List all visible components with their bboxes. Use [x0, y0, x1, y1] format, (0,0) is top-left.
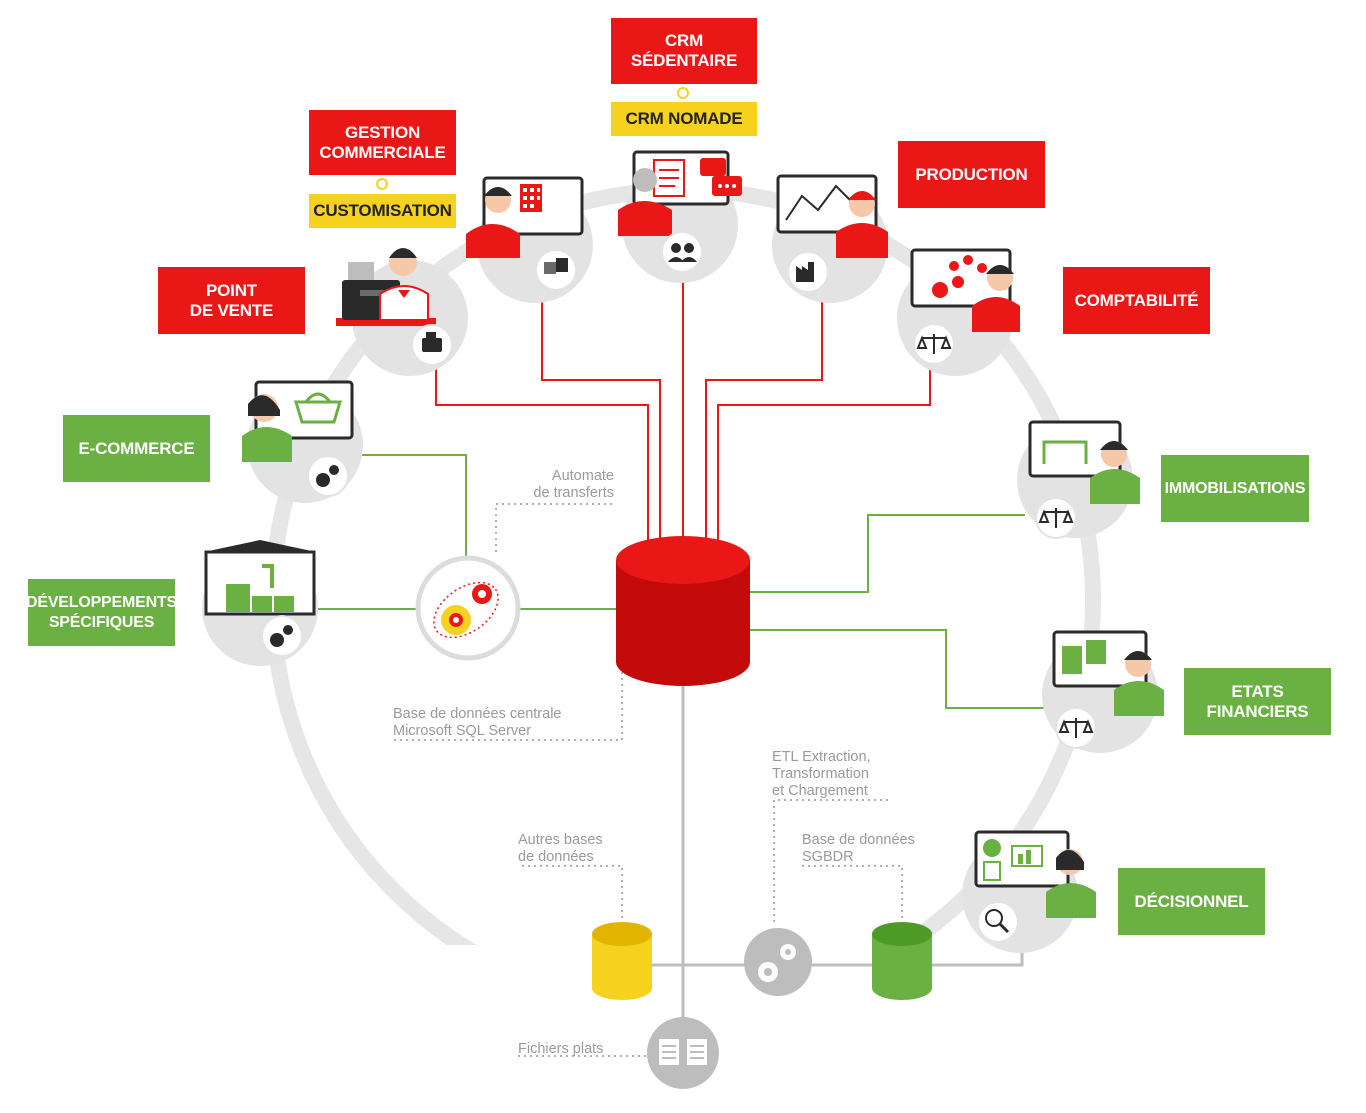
note-sgbdr: Base de données SGBDR	[802, 832, 915, 865]
node-developpements	[204, 540, 316, 657]
node-gestion-commerciale	[466, 176, 584, 291]
label-point-de-vente: POINT DE VENTE	[158, 267, 305, 334]
note-automate: Automate de transferts	[533, 468, 614, 501]
note-base-centrale: Base de données centrale Microsoft SQL S…	[393, 706, 562, 739]
label-customisation: CUSTOMISATION	[309, 194, 456, 228]
label-decisionnel: DÉCISIONNEL	[1118, 868, 1265, 935]
label-comptabilite: COMPTABILITÉ	[1063, 267, 1210, 334]
node-production	[776, 174, 888, 293]
label-gestion-commerciale: GESTION COMMERCIALE	[309, 110, 456, 175]
label-production: PRODUCTION	[898, 141, 1045, 208]
red-connectors	[435, 280, 931, 550]
central-database	[616, 536, 750, 686]
green-connectors	[318, 454, 1045, 709]
autres-bases-database	[592, 922, 652, 1000]
dotted-callouts	[392, 503, 903, 1057]
label-developpements-specifiques: DÉVELOPPEMENTS SPÉCIFIQUES	[26, 579, 177, 646]
node-e-commerce	[242, 380, 354, 497]
label-connectors	[376, 84, 689, 194]
node-immobilisations	[1028, 420, 1140, 539]
node-point-de-vente	[336, 248, 453, 366]
node-etats-financiers	[1052, 630, 1164, 749]
note-etl: ETL Extraction, Transformation et Charge…	[772, 749, 871, 799]
label-crm-sedentaire: CRM SÉDENTAIRE	[611, 18, 757, 84]
node-crm	[618, 150, 742, 273]
fichiers-plats-icon	[647, 1017, 719, 1089]
label-crm-nomade: CRM NOMADE	[611, 102, 757, 136]
note-fichiers-plats: Fichiers plats	[518, 1041, 604, 1057]
automate-transferts	[415, 555, 521, 661]
node-comptabilite	[910, 248, 1020, 365]
sgbdr-database	[872, 922, 932, 1000]
etl-gear-icon	[744, 928, 812, 996]
node-decisionnel	[974, 830, 1096, 943]
label-e-commerce: E-COMMERCE	[63, 415, 210, 482]
label-immobilisations: IMMOBILISATIONS	[1161, 455, 1309, 522]
note-autres-bases: Autres bases de données	[518, 832, 603, 865]
label-etats-financiers: ETATS FINANCIERS	[1184, 668, 1331, 735]
